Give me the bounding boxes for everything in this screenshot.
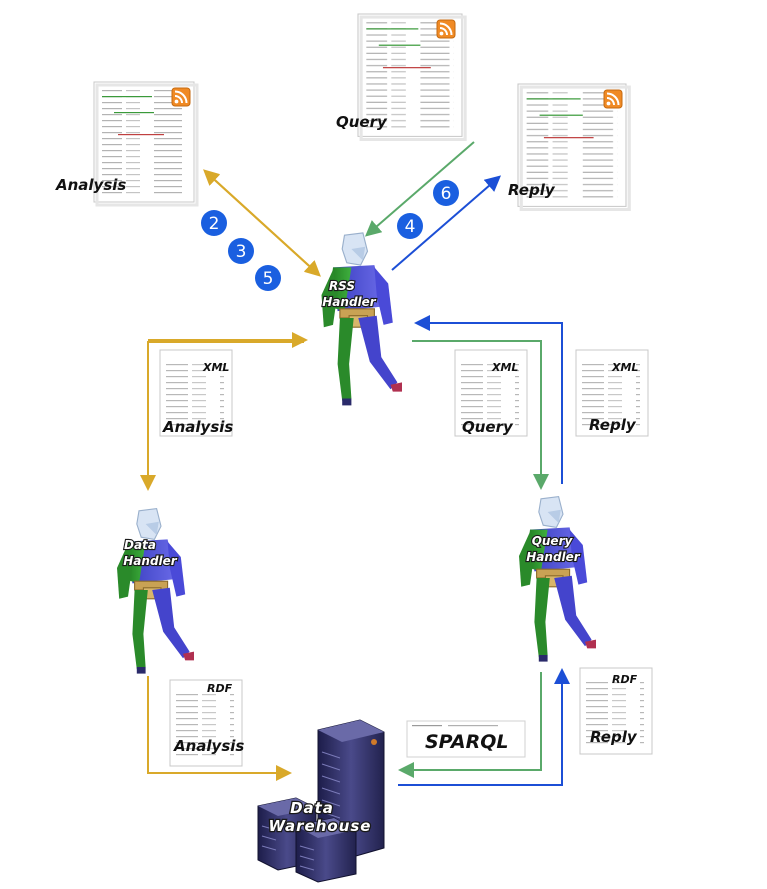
svg-text:Handler: Handler: [526, 550, 581, 564]
query-feed-arrow: [364, 141, 475, 237]
rss-to-query-handler-arrow: [412, 340, 549, 490]
svg-text:4: 4: [405, 217, 416, 237]
rss-feed-icon: [171, 87, 191, 107]
reply-feed-arrow: [391, 175, 502, 271]
rss-feed-reply: Reply: [508, 82, 631, 212]
rdf-doc-reply: RDF Reply: [579, 667, 653, 755]
data-handler-to-warehouse-arrow: [147, 676, 292, 781]
rss-feed-analysis-label: Analysis: [55, 176, 126, 194]
step-badge-3: 3: [228, 238, 254, 264]
data-handler-agent: Data Handler: [116, 508, 195, 675]
sparql-query-arrow: [398, 672, 542, 778]
step-badge-6: 6: [433, 180, 459, 206]
step-badge-2: 2: [201, 210, 227, 236]
xml-doc-reply-label: Reply: [589, 416, 637, 434]
xml-doc-query-label: Query: [462, 418, 514, 436]
rss-feed-reply-label: Reply: [508, 181, 556, 199]
rss-feed-analysis: Analysis: [55, 80, 199, 207]
xml-tag: XML: [611, 361, 638, 374]
svg-text:Data: Data: [290, 799, 334, 817]
rdf-doc-reply-label: Reply: [590, 728, 638, 746]
xml-doc-analysis: XML Analysis: [159, 349, 233, 437]
svg-text:RSS: RSS: [329, 279, 355, 293]
step-badge-4: 4: [397, 213, 423, 239]
rss-feed-icon: [436, 19, 456, 39]
step-badge-5: 5: [255, 265, 281, 291]
rss-feed-query-label: Query: [336, 113, 388, 131]
xml-doc-reply: XML Reply: [575, 349, 649, 437]
xml-tag: XML: [202, 361, 229, 374]
svg-text:5: 5: [263, 269, 274, 289]
query-handler-agent: Query Handler: [518, 496, 597, 663]
svg-text:6: 6: [441, 184, 452, 204]
xml-tag: XML: [491, 361, 518, 374]
xml-doc-analysis-label: Analysis: [162, 418, 233, 436]
rss-handler-agent: RSS Handler: [320, 232, 403, 406]
svg-text:Handler: Handler: [123, 554, 178, 568]
query-handler-to-rss-arrow: [414, 315, 563, 484]
svg-text:3: 3: [236, 242, 247, 262]
rdf-tag: RDF: [612, 673, 638, 686]
svg-text:Handler: Handler: [322, 295, 377, 309]
rss-to-data-handler-arrow: [140, 341, 304, 491]
sparql-query-box: SPARQL: [406, 720, 526, 758]
data-warehouse: Data Warehouse: [257, 719, 385, 883]
warehouse-reply-arrow: [398, 668, 570, 786]
sparql-label: SPARQL: [425, 731, 508, 753]
svg-text:Data: Data: [124, 538, 156, 552]
rss-feed-icon: [603, 89, 623, 109]
rdf-doc-analysis: RDF Analysis: [169, 679, 244, 767]
analysis-handler-arrow: [205, 171, 321, 277]
rss-feed-query: Query: [336, 12, 467, 142]
svg-text:2: 2: [209, 214, 220, 234]
xml-doc-query: XML Query: [454, 349, 528, 437]
rdf-doc-analysis-label: Analysis: [173, 737, 244, 755]
svg-text:Warehouse: Warehouse: [269, 817, 372, 835]
svg-text:Query: Query: [532, 534, 574, 548]
rdf-tag: RDF: [207, 682, 233, 695]
